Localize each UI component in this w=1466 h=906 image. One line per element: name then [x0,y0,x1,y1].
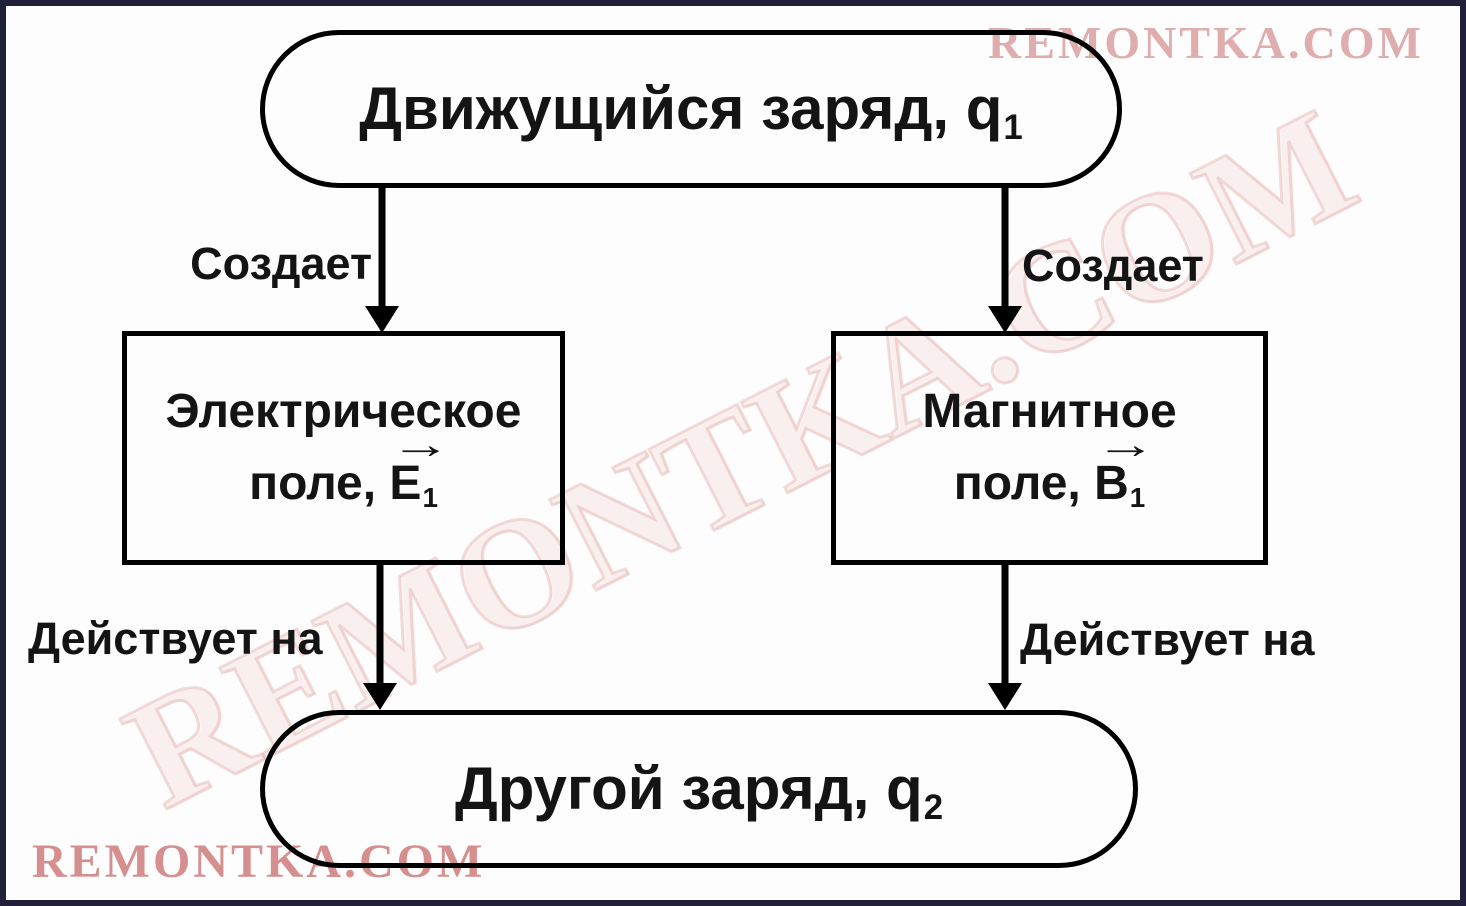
arrow-creates-magnetic [988,188,1022,333]
label-creates-left: Создает [190,238,372,289]
node-moving-charge-subscript: 1 [1003,107,1023,147]
electric-field-symbol: E [389,457,422,510]
magnetic-field-prefix: поле, [953,457,1095,510]
magnetic-field-subscript: 1 [1129,481,1146,513]
node-other-charge-label: Другой заряд, q [454,755,923,822]
arrow-head-icon [988,306,1022,333]
node-moving-charge: Движущийся заряд, q1 [260,30,1122,188]
magnetic-field-symbol: B [1094,457,1129,510]
electric-field-subscript: 1 [422,481,438,513]
arrow-acts-magnetic [988,563,1022,710]
vector-arrow-icon: → [390,420,452,467]
electric-field-line1: Электрическое [165,385,522,438]
label-acts-right: Действует на [1020,614,1315,665]
vector-arrow-icon: → [1094,420,1157,467]
arrow-head-icon [363,683,397,710]
electric-field-prefix: поле, [249,457,390,510]
node-moving-charge-text: Движущийся заряд, q1 [359,75,1023,145]
arrow-line [1001,188,1009,309]
electric-field-vector: →E [389,423,451,520]
arrow-creates-electric [365,188,399,333]
arrow-line [376,563,384,686]
electric-field-line2: поле, →E1 [249,423,451,520]
node-magnetic-field: Магнитное поле, →B1 [831,331,1268,565]
arrow-line [1001,563,1009,686]
magnetic-field-vector: →B [1094,423,1156,520]
magnetic-field-line1: Магнитное [922,385,1177,438]
magnetic-field-line2: поле, →B1 [953,423,1156,520]
arrow-line [378,188,386,309]
arrow-head-icon [365,306,399,333]
node-magnetic-field-text: Магнитное поле, →B1 [922,376,1176,520]
arrow-acts-electric [363,563,397,710]
label-creates-right: Создает [1022,240,1204,291]
node-electric-field-text: Электрическое поле, →E1 [166,376,522,520]
node-other-charge: Другой заряд, q2 [260,710,1138,868]
label-acts-left: Действует на [28,613,323,664]
node-other-charge-text: Другой заряд, q2 [454,755,943,825]
node-other-charge-subscript: 2 [923,787,944,827]
node-electric-field: Электрическое поле, →E1 [122,331,565,565]
arrow-head-icon [988,683,1022,710]
node-moving-charge-label: Движущийся заряд, q [359,75,1003,142]
watermark-bottom-left: REMONTKA.COM [32,835,486,888]
